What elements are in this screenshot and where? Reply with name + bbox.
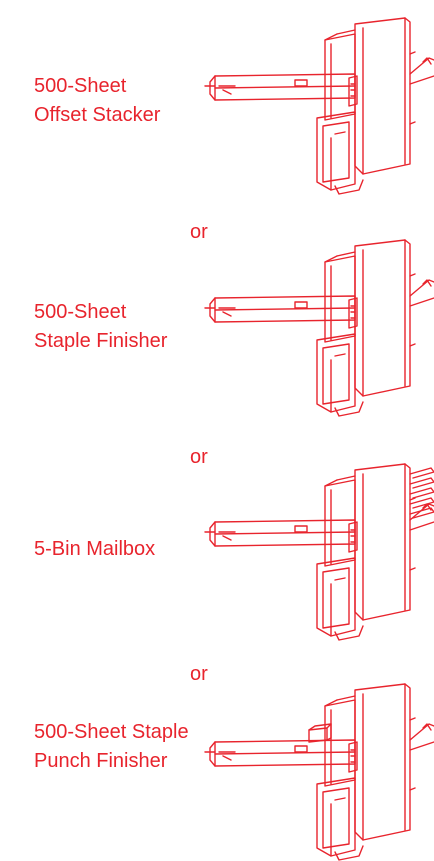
label-line-2: Staple Finisher xyxy=(34,330,168,352)
staple-punch-finisher-illustration xyxy=(204,680,434,861)
option-label: 500-Sheet Staple Finisher xyxy=(34,298,167,356)
option-label: 500-Sheet Offset Stacker xyxy=(34,72,160,130)
option-label: 5-Bin Mailbox xyxy=(34,535,155,564)
label-line-1: 500-Sheet xyxy=(34,301,127,323)
option-label: 500-Sheet Staple Punch Finisher xyxy=(34,718,189,776)
staple-finisher-illustration xyxy=(204,236,434,417)
mailbox-illustration xyxy=(204,460,434,641)
label-line-2: Punch Finisher xyxy=(34,750,168,772)
label-line-1: 500-Sheet Staple xyxy=(34,721,189,743)
label-line-1: 5-Bin Mailbox xyxy=(34,538,156,560)
offset-stacker-illustration xyxy=(204,14,434,195)
separator-or-2: or xyxy=(190,446,208,468)
label-line-1: 500-Sheet xyxy=(34,75,127,97)
label-line-2: Offset Stacker xyxy=(34,104,161,126)
separator-or-3: or xyxy=(190,663,208,685)
separator-or-1: or xyxy=(190,221,208,243)
